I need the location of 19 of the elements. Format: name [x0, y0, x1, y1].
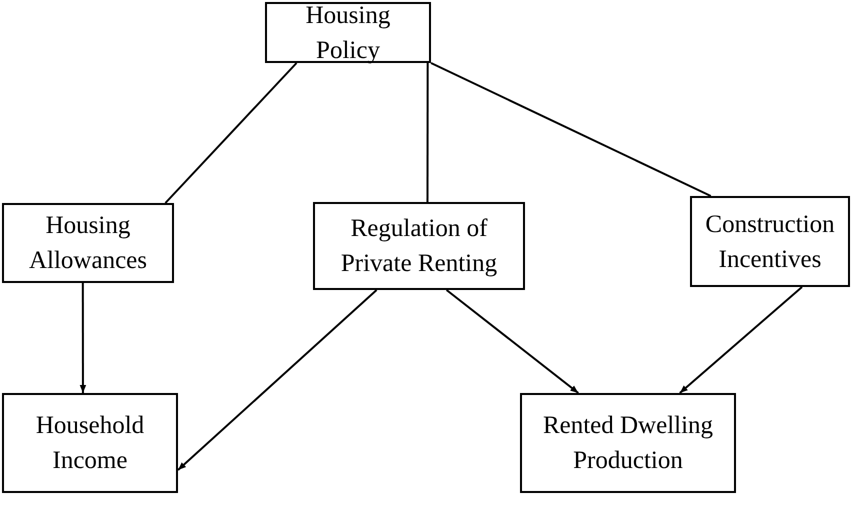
text-box	[690, 196, 850, 287]
text-box	[520, 393, 736, 493]
box-label: Housing Allowances	[28, 211, 148, 276]
connector-line	[430, 62, 712, 197]
arrow	[679, 286, 803, 394]
text-box	[265, 2, 431, 63]
box-label: Rented Dwelling Production	[542, 411, 714, 476]
connector-line	[426, 63, 429, 202]
arrow	[80, 283, 86, 393]
box-label: Housing Policy	[304, 0, 392, 66]
text-box	[2, 393, 178, 493]
text-box	[313, 202, 525, 290]
box-label: Regulation of Private Renting	[340, 214, 498, 279]
arrow	[446, 289, 579, 394]
arrow	[177, 289, 378, 471]
connector-line	[164, 62, 298, 204]
box-label: Construction Incentives	[704, 210, 836, 274]
text-box	[2, 203, 174, 283]
box-label: Household Income	[34, 411, 146, 476]
